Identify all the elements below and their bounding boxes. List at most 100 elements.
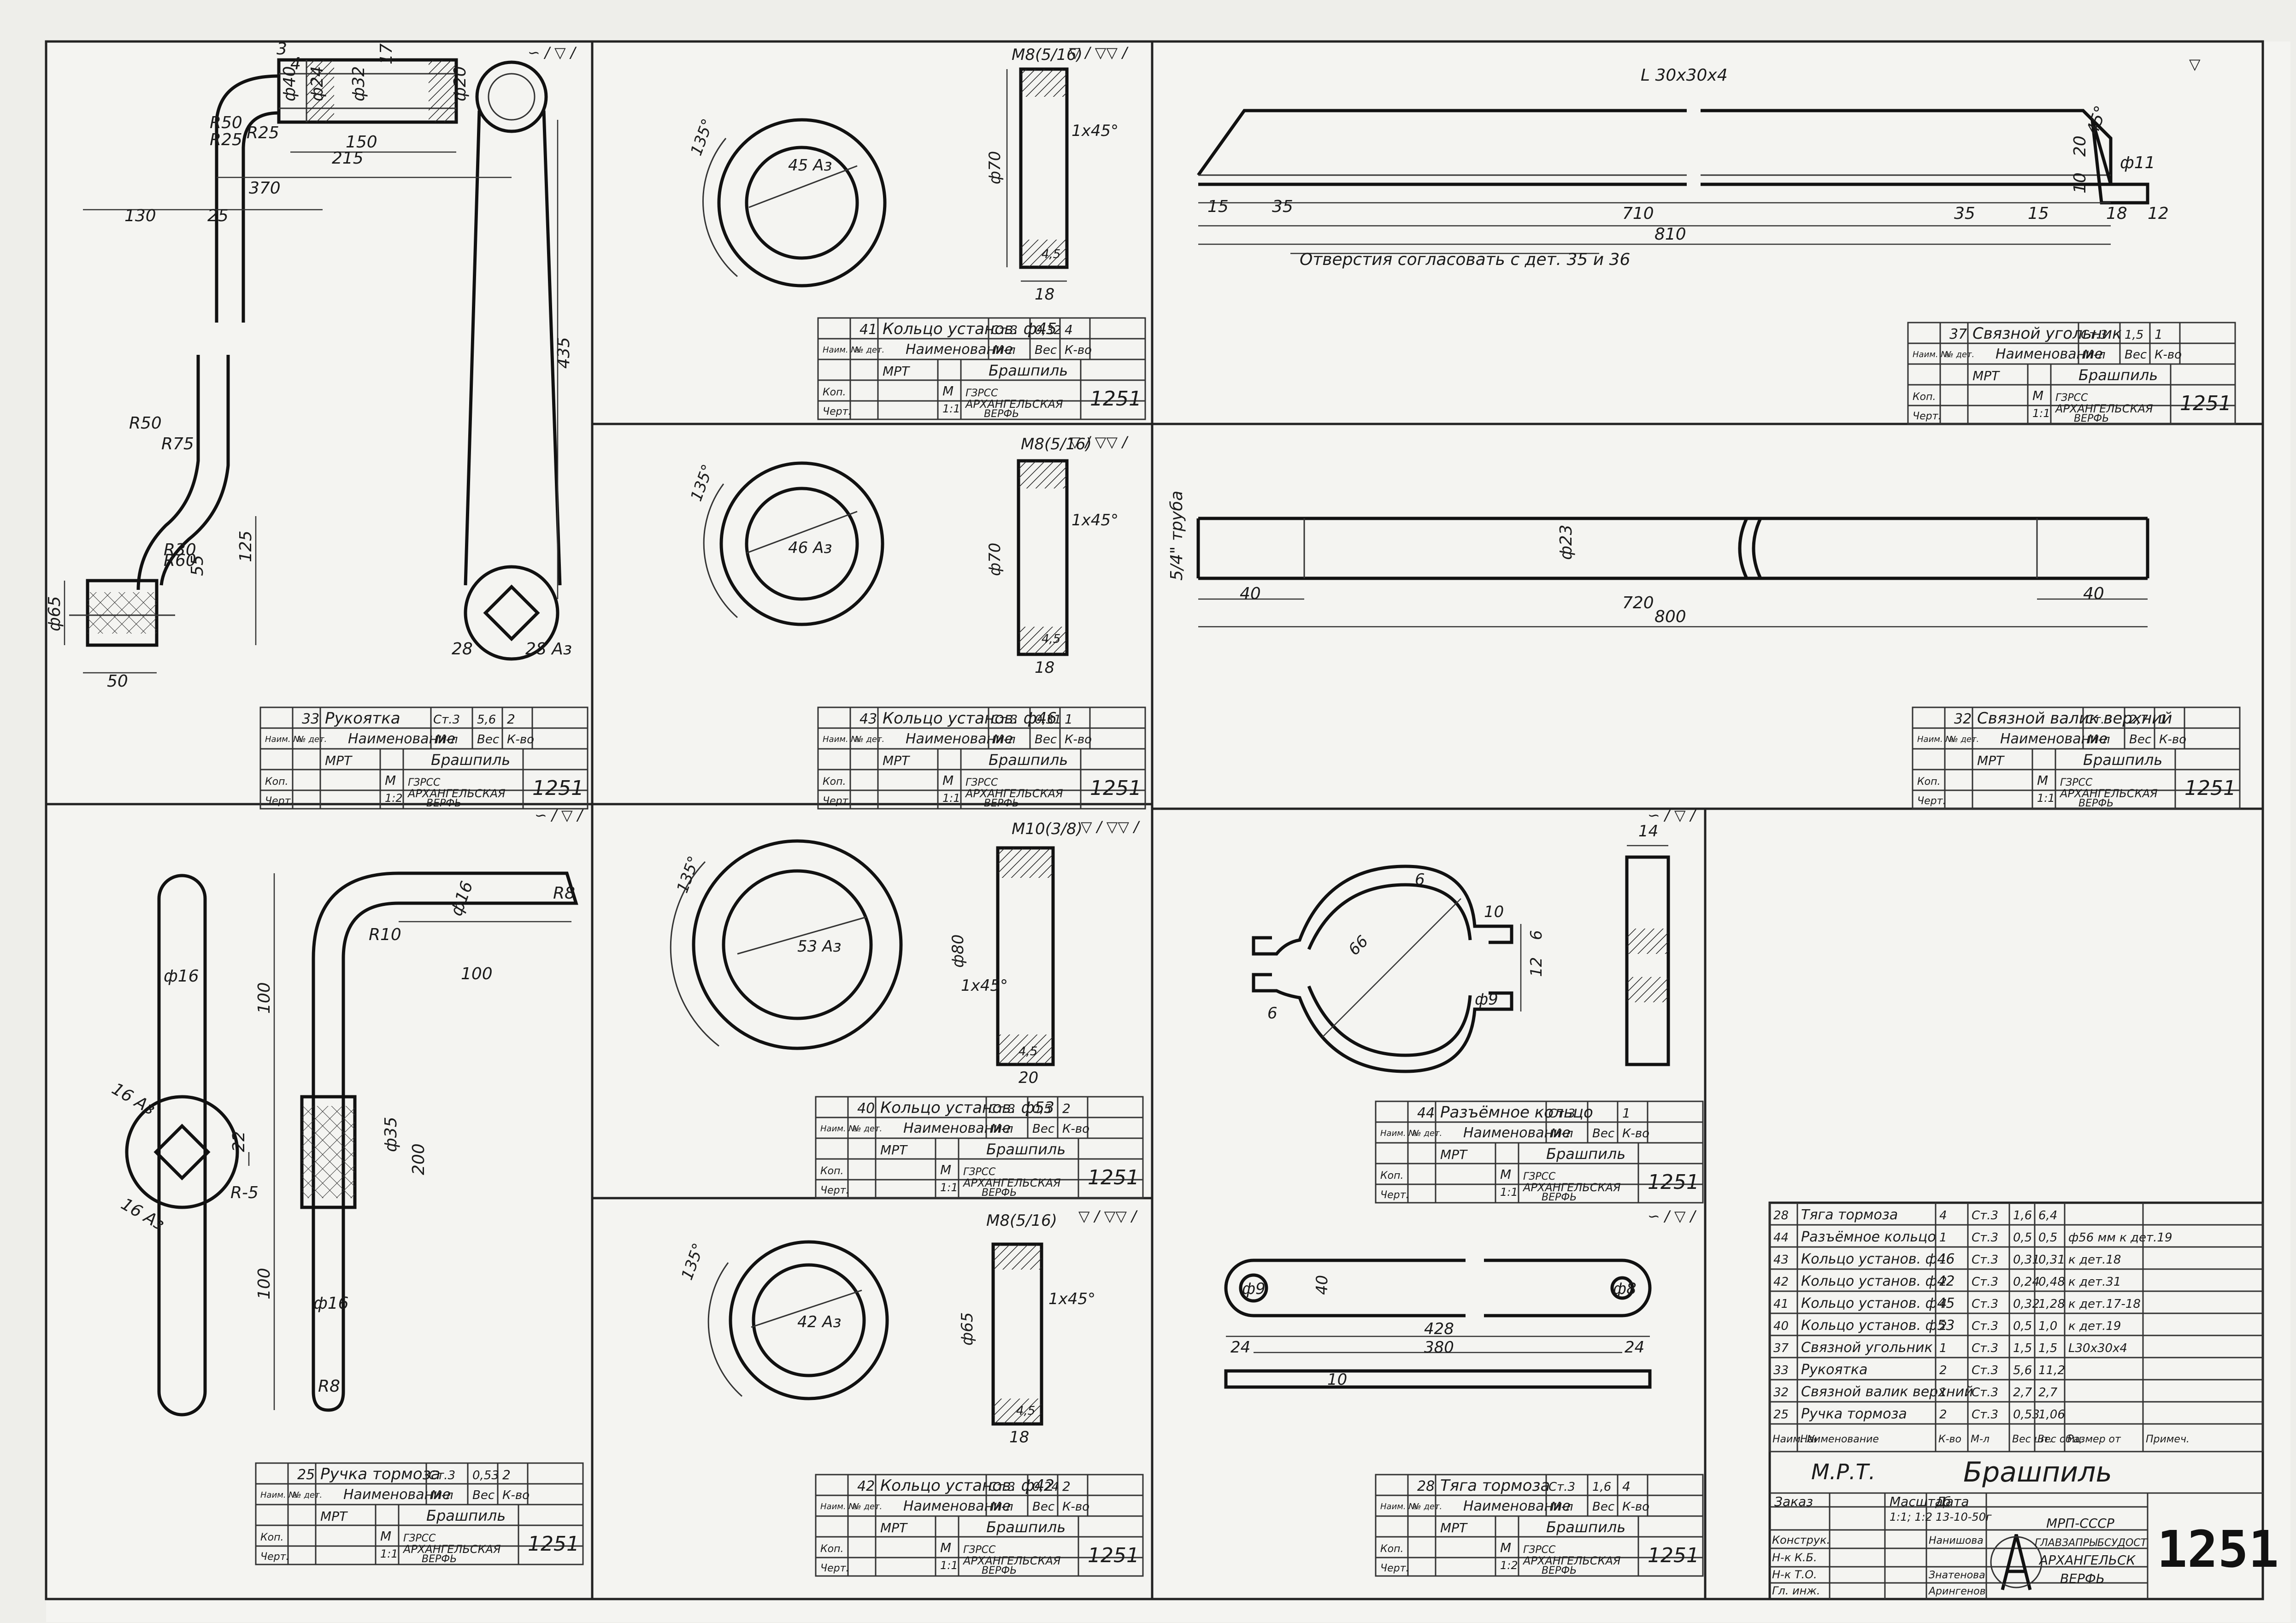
tb-org-2: АРХАНГЕЛЬСКАЯ (2059, 787, 2158, 800)
tb-org-1: ГЗРСС (403, 1533, 436, 1544)
dim-25: 25 (207, 206, 229, 225)
dim-80: ф80 (949, 935, 967, 968)
tb-label-copy: Коп. (1913, 391, 1936, 403)
tb-label-copy: Коп. (820, 1543, 843, 1555)
part-42-dims: M8(5/16) 42 Aз 135° ф65 1x45° 18 4,5 (678, 1211, 1095, 1447)
tb-label-det: № дет. (1412, 1129, 1442, 1138)
tb-label-mat: М-л (991, 1500, 1013, 1514)
tb-part-name: Разъёмное кольцо (1440, 1103, 1593, 1122)
part-43-dims: M8(5/16) 46 Aз 135° ф70 1x45° 18 4,5 (687, 435, 1119, 677)
parts-list-cell: 1,0 (2038, 1319, 2057, 1333)
tb-org-2: АРХАНГЕЛЬСКАЯ (1522, 1554, 1621, 1567)
tb-label-mat: М-л (2083, 348, 2105, 362)
svg-text:∽ / ▽ /: ∽ / ▽ / (535, 806, 584, 824)
tb-label-det: № дет. (1412, 1502, 1442, 1511)
tb-mrt: МРТ (883, 364, 910, 379)
tb-label-drawn: Черт. (265, 795, 294, 807)
value-date: 13-10-50г (1936, 1511, 1992, 1523)
tb-label-name: Наименование (343, 1487, 451, 1503)
parts-list-cell: 2,7 (2013, 1386, 2032, 1400)
tb-org-2: АРХАНГЕЛЬСКАЯ (965, 398, 1063, 411)
dim-200: 200 (409, 1143, 428, 1175)
dim-35b: 35 (1954, 204, 1975, 223)
tb-label-copy: Коп. (823, 776, 846, 788)
parts-list-cell: 0,5 (2038, 1231, 2057, 1245)
parts-list-mrt: М.Р.Т. (1811, 1459, 1875, 1484)
tb-scale: 1:1 (940, 1181, 958, 1194)
tb-label-mat: М-л (1551, 1500, 1573, 1514)
dim-12: 12 (2148, 204, 2169, 223)
dim-r5: R-5 (230, 1183, 259, 1202)
tb-label-mat: М-л (436, 733, 458, 747)
tb-material: Ст.3 (1548, 1107, 1575, 1121)
tb-org-1: ГЗРСС (2055, 392, 2088, 404)
parts-list-cell: Ст.3 (1972, 1341, 1998, 1355)
parts-list-cell: Тяга тормоза (1801, 1207, 1898, 1223)
dim-45az: 45 Aз (788, 156, 832, 175)
parts-list-cell: 11,2 (2038, 1364, 2065, 1377)
tb-org-3: ВЕРФЬ (1542, 1192, 1577, 1203)
parts-list-cell: 2 (1939, 1364, 1947, 1377)
tb-label-name: Наименование (903, 1120, 1011, 1136)
tb-item-no: 41 (860, 322, 877, 338)
title-block-40 (815, 1096, 1144, 1199)
tb-material: Ст.3 (991, 323, 1018, 337)
tb-label-qty: К-во (502, 1488, 530, 1502)
dim-45: 4,5 (1016, 1404, 1035, 1418)
svg-text:∽ / ▽ /: ∽ / ▽ / (1648, 806, 1697, 824)
dim-r8: R8 (318, 1377, 340, 1396)
dim-17: 17 (377, 43, 396, 65)
tb-org-3: ВЕРФЬ (426, 798, 461, 809)
tb-label-name: Наименование (2000, 731, 2108, 747)
parts-list-cell: ф56 мм к дет.19 (2068, 1231, 2172, 1245)
parts-list-cell: 40 (1773, 1319, 1789, 1333)
dim-23: ф23 (1557, 524, 1576, 560)
tb-scale-m: М (942, 383, 954, 399)
parts-list-cell: 1,06 (2038, 1408, 2065, 1422)
pipe-note: 5/4" труба (1167, 491, 1186, 581)
dim-40: 40 (1313, 1275, 1331, 1295)
parts-list-cell: 28 (1773, 1209, 1789, 1223)
tb-qty: 1 (1065, 712, 1073, 727)
tb-scale: 1:1 (2037, 792, 2055, 805)
dim-chamfer: 1x45° (1071, 122, 1119, 140)
tb-label-det: № дет. (1944, 350, 1974, 359)
parts-list-cell: Кольцо установ. ф53 (1801, 1317, 1955, 1334)
parts-list-cell: к дет.18 (2068, 1253, 2121, 1267)
tb-sheet-number: 1251 (1088, 1166, 1139, 1189)
tb-label-weight: Вес (2125, 348, 2147, 362)
tb-mrt: МРТ (880, 1520, 908, 1535)
tb-product: Брашпиль (426, 1507, 506, 1524)
parts-list-cell: Ст.3 (1972, 1297, 1998, 1311)
tb-sheet-number: 1251 (528, 1532, 579, 1556)
parts-list-header: Размер от (2067, 1434, 2121, 1445)
label-date: Дата (1935, 1494, 1969, 1509)
dim-810: 810 (1654, 225, 1686, 244)
tb-part-name: Рукоятка (325, 709, 400, 728)
tb-label-qty: К-во (2159, 733, 2186, 747)
tb-org-3: ВЕРФЬ (982, 1187, 1017, 1199)
parts-list-cell: 0,5 (2013, 1319, 2032, 1333)
holes-note: Отверстия согласовать с дет. 35 и 36 (1300, 250, 1630, 269)
part-44-drawing (1252, 845, 1670, 1073)
tb-part-name: Ручка тормоза (320, 1465, 440, 1483)
dim-20: 20 (2071, 135, 2090, 157)
tb-product: Брашпиль (2078, 366, 2158, 384)
tb-scale: 1:1 (942, 792, 960, 805)
dim-100a: 100 (255, 982, 274, 1014)
parts-list-cell: 1,5 (2038, 1341, 2057, 1355)
title-block-42 (815, 1474, 1144, 1577)
tb-label-weight: Вес (1032, 1500, 1054, 1514)
roughness-marks: ▽ ∽ / ▽ / ▽ / ▽▽ / ▽ / ▽▽ / ▽ / ▽▽ / ▽ /… (528, 44, 2201, 1225)
parts-list-header: Вес общ. (2037, 1434, 2084, 1445)
dim-53az: 53 Aз (797, 937, 841, 956)
dim-m8: M8(5/16) (986, 1211, 1057, 1230)
tb-weight: 0,5 (1032, 1102, 1051, 1116)
tb-scale: 1:1 (940, 1559, 958, 1572)
dim-20: 20 (1018, 1069, 1038, 1087)
tb-label-qty: К-во (2155, 348, 2182, 362)
part-37-drawing (1197, 109, 2149, 254)
parts-list-header: Примеч. (2146, 1434, 2190, 1445)
